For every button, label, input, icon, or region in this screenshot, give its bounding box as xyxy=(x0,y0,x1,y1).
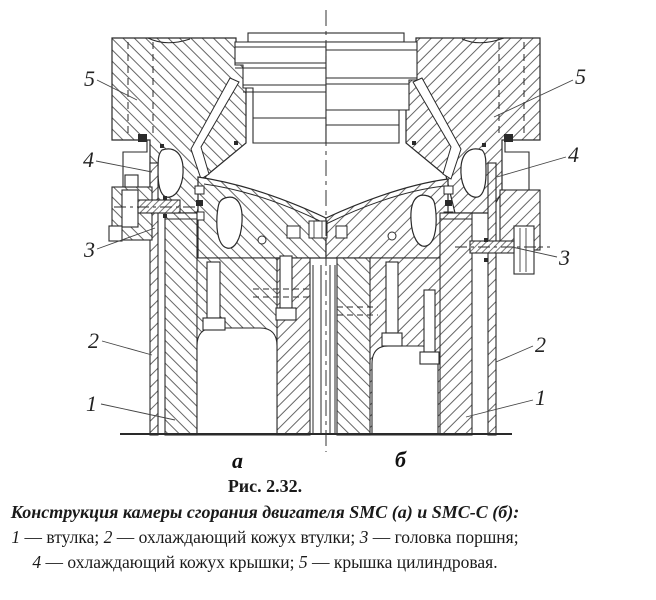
callout-2-left: 2 xyxy=(88,328,99,353)
legend-item-1-number: 1 xyxy=(11,527,21,547)
callout-2-right: 2 xyxy=(535,332,546,357)
figure-legend-line-2: 4 — охлаждающий кожух крышки; 5 — крышка… xyxy=(0,550,530,575)
callout-5-left: 5 xyxy=(84,66,95,91)
engine-cross-section-drawing: 5 4 3 2 1 5 4 3 2 1 а б xyxy=(83,10,586,472)
callout-1-right: 1 xyxy=(535,385,546,410)
legend-item-2-text: — охлаждающий кожух втулки; xyxy=(112,527,360,547)
callout-4-left: 4 xyxy=(83,147,94,172)
legend-item-5-text: — крышка цилиндровая. xyxy=(307,552,498,572)
legend-item-3-text: — головка поршня; xyxy=(368,527,519,547)
legend-item-4-number: 4 xyxy=(32,552,42,572)
figure-drawing-svg: 5 4 3 2 1 5 4 3 2 1 а б xyxy=(83,10,586,472)
callout-leader-lines xyxy=(95,79,574,421)
section-label-a: а xyxy=(232,448,243,472)
figure-caption: Рис. 2.32. Конструкция камеры сгорания д… xyxy=(0,474,530,575)
cylinder-cover-left xyxy=(111,37,247,214)
right-flange-assembly xyxy=(455,140,550,275)
sleeve-and-jacket xyxy=(149,162,497,436)
figure-number: Рис. 2.32. xyxy=(227,476,303,496)
legend-item-3-number: 3 xyxy=(359,527,369,547)
callout-numbers: 5 4 3 2 1 5 4 3 2 1 xyxy=(83,64,586,416)
callout-5-right: 5 xyxy=(575,64,586,89)
callout-3-left: 3 xyxy=(83,237,95,262)
legend-item-2-number: 2 xyxy=(103,527,113,547)
section-label-b: б xyxy=(395,447,407,472)
legend-item-4-text: — охлаждающий кожух крышки; xyxy=(41,552,299,572)
figure-legend-line-1: 1 — втулка; 2 — охлаждающий кожух втулки… xyxy=(0,525,530,550)
callout-4-right: 4 xyxy=(568,142,579,167)
legend-item-1-text: — втулка; xyxy=(20,527,104,547)
callout-3-right: 3 xyxy=(558,245,570,270)
figure-subtitle: Конструкция камеры сгорания двигателя SM… xyxy=(10,502,520,522)
piston-head xyxy=(194,176,454,259)
legend-item-5-number: 5 xyxy=(298,552,308,572)
callout-1-left: 1 xyxy=(86,391,97,416)
